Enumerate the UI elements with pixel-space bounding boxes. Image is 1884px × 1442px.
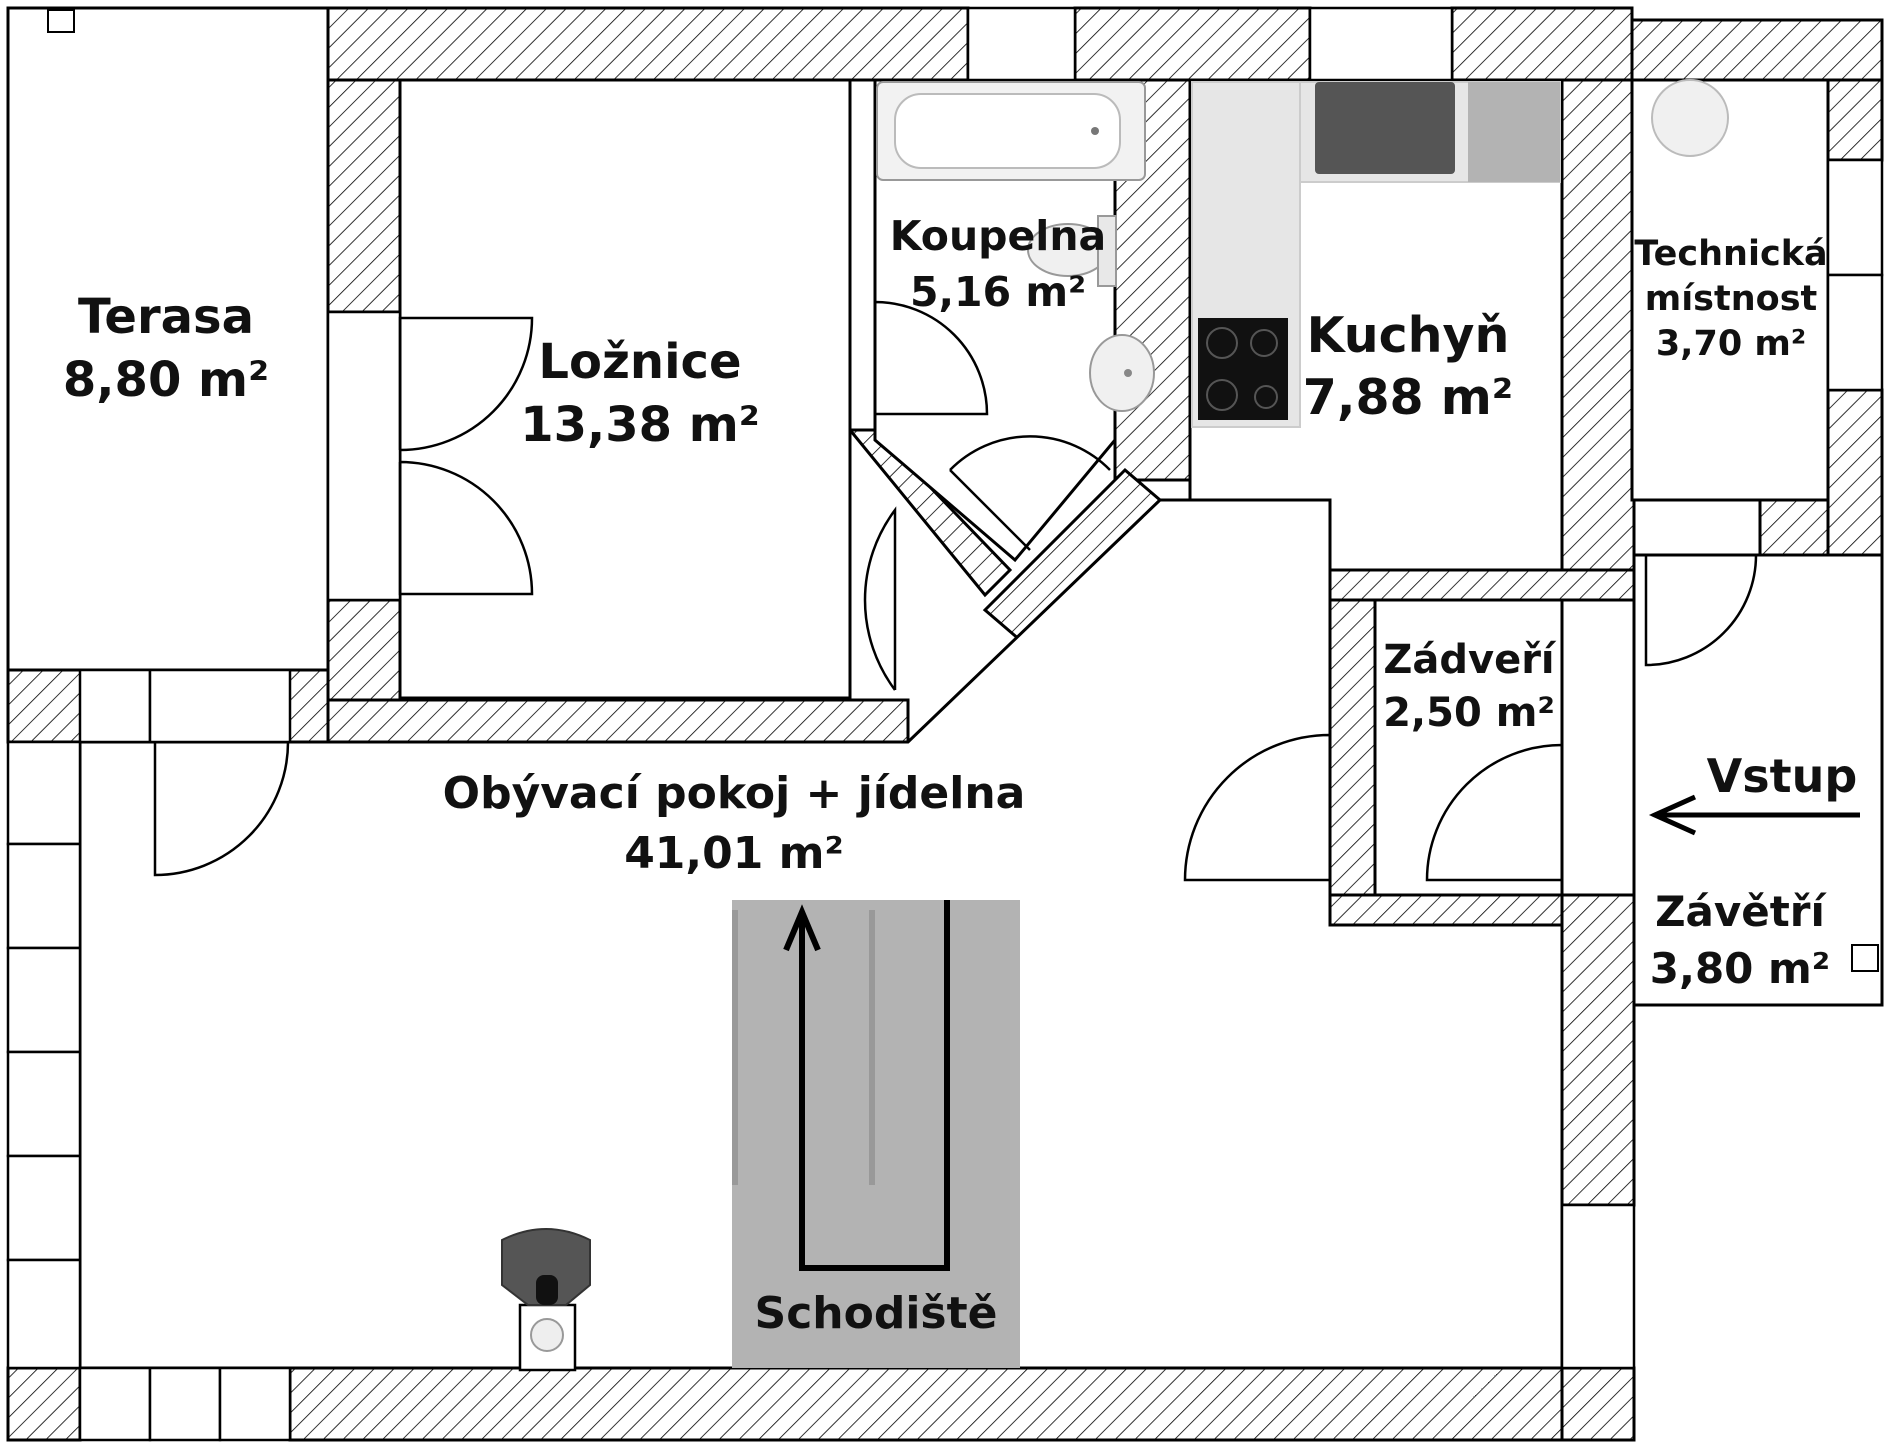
hob-burner-2 xyxy=(1250,329,1278,357)
door-loznice-lower xyxy=(398,460,534,596)
wall-kuchyn-right xyxy=(1560,78,1636,582)
wall-top-right xyxy=(1450,6,1634,82)
stairs-area xyxy=(732,900,1020,1368)
window-right-lower xyxy=(1560,1203,1636,1370)
wall-bottom-left-corner xyxy=(6,1366,82,1442)
wall-bottom-left-band-2 xyxy=(326,698,910,744)
obyvaci-name: Obývací pokoj + jídelna xyxy=(443,768,1026,819)
zavetri-area-label: 3,80 m² xyxy=(1650,944,1830,993)
toilet-tank xyxy=(1097,215,1117,287)
window-left-4 xyxy=(6,1050,82,1158)
entrance-label: Vstup xyxy=(1707,749,1858,803)
stove-pipe xyxy=(530,1318,564,1352)
staircase xyxy=(732,900,1020,1368)
window-top-2 xyxy=(1308,6,1454,82)
washbasin xyxy=(1089,334,1155,412)
wall-zadveri-top xyxy=(1328,568,1636,602)
door-zadveri-inner xyxy=(1425,743,1564,882)
window-left-5 xyxy=(6,1154,82,1262)
terasa-name: Terasa xyxy=(78,289,254,345)
loznice-area-label: 13,38 m² xyxy=(520,397,760,453)
entrance-arrow xyxy=(1648,794,1860,836)
wall-zadveri-left xyxy=(1328,568,1377,927)
wall-bottom-right-corner xyxy=(1560,1366,1636,1442)
schodiste-label: Schodiště xyxy=(755,1288,998,1339)
door-loznice-diag xyxy=(863,506,897,691)
stairs-path xyxy=(799,900,950,1271)
hob-burner-1 xyxy=(1206,327,1238,359)
stove-body xyxy=(501,1228,591,1306)
entrance-arrow-head xyxy=(1648,794,1697,836)
stairs-arrowhead xyxy=(783,904,821,952)
window-left-6 xyxy=(6,1258,82,1370)
door-technicka xyxy=(1644,554,1758,667)
hob-burner-4 xyxy=(1254,385,1278,409)
wall-tech-bottom xyxy=(1758,498,1830,557)
door-zadveri-left xyxy=(1183,733,1332,882)
kuchyn-name: Kuchyň xyxy=(1307,307,1510,364)
door-loznice-upper xyxy=(398,316,534,452)
koupelna-name: Koupelna xyxy=(890,212,1106,260)
koupelna-area-label: 5,16 m² xyxy=(910,268,1086,316)
window-left-2 xyxy=(6,842,82,950)
window-bottom-2 xyxy=(148,1366,222,1442)
corner-marker-zavetri xyxy=(1851,944,1879,972)
corner-marker-top-left xyxy=(47,9,75,33)
kitchen-fixtures xyxy=(1191,81,1561,428)
loznice-name: Ložnice xyxy=(538,334,741,390)
bathtub-inner xyxy=(894,93,1121,169)
sink xyxy=(1315,82,1455,174)
doors xyxy=(153,300,1758,882)
fridge xyxy=(1468,82,1560,182)
wall-top-far-right xyxy=(1630,18,1884,82)
wall-right-lower xyxy=(1560,893,1636,1207)
zavetri-area xyxy=(1632,553,1884,1007)
window-bottom-1 xyxy=(78,1366,152,1442)
window-terasa-2 xyxy=(148,668,292,744)
window-right-1 xyxy=(1826,158,1884,277)
stove-door xyxy=(536,1275,558,1305)
stove xyxy=(501,1228,591,1372)
door-terasa xyxy=(153,741,290,877)
technicka-name-1: Technická xyxy=(1634,234,1827,274)
washbasin-tap xyxy=(1124,369,1132,377)
zadveri-area-label: 2,50 m² xyxy=(1383,690,1555,736)
terasa-area-label: 8,80 m² xyxy=(63,352,269,408)
room-labels: Terasa 8,80 m² Ložnice 13,38 m² Koupelna… xyxy=(63,212,1857,1339)
window-left-1 xyxy=(6,740,82,846)
wall-terasa-right xyxy=(326,78,402,314)
technicka-area xyxy=(1630,78,1830,502)
window-terasa-right xyxy=(326,310,402,602)
hob-burner-3 xyxy=(1206,379,1238,411)
door-koupelna xyxy=(873,300,989,416)
zadveri-name: Zádveří xyxy=(1383,637,1557,683)
wall-bottom xyxy=(288,1366,1636,1442)
wall-diagonal xyxy=(846,428,1013,598)
windows xyxy=(6,6,1884,1442)
window-left-3 xyxy=(6,946,82,1054)
window-terasa-1 xyxy=(78,668,152,744)
technicka-area-label: 3,70 m² xyxy=(1656,324,1806,364)
obyvaci-area-label: 41,01 m² xyxy=(624,828,844,879)
wall-tech-right xyxy=(1826,78,1884,162)
boiler xyxy=(1651,79,1729,157)
wall-top-left xyxy=(326,6,970,82)
bathroom-fixtures xyxy=(876,81,1155,412)
window-top-1 xyxy=(966,6,1077,82)
wall-top-mid xyxy=(1073,6,1312,82)
window-bottom-3 xyxy=(218,1366,292,1442)
zavetri-name: Závětří xyxy=(1655,887,1827,936)
bathtub-drain xyxy=(1091,127,1099,135)
window-right-2 xyxy=(1826,273,1884,392)
kuchyn-area-label: 7,88 m² xyxy=(1303,369,1513,426)
technicka-name-2: místnost xyxy=(1645,279,1818,319)
door-koupelna-diag xyxy=(949,435,1111,551)
